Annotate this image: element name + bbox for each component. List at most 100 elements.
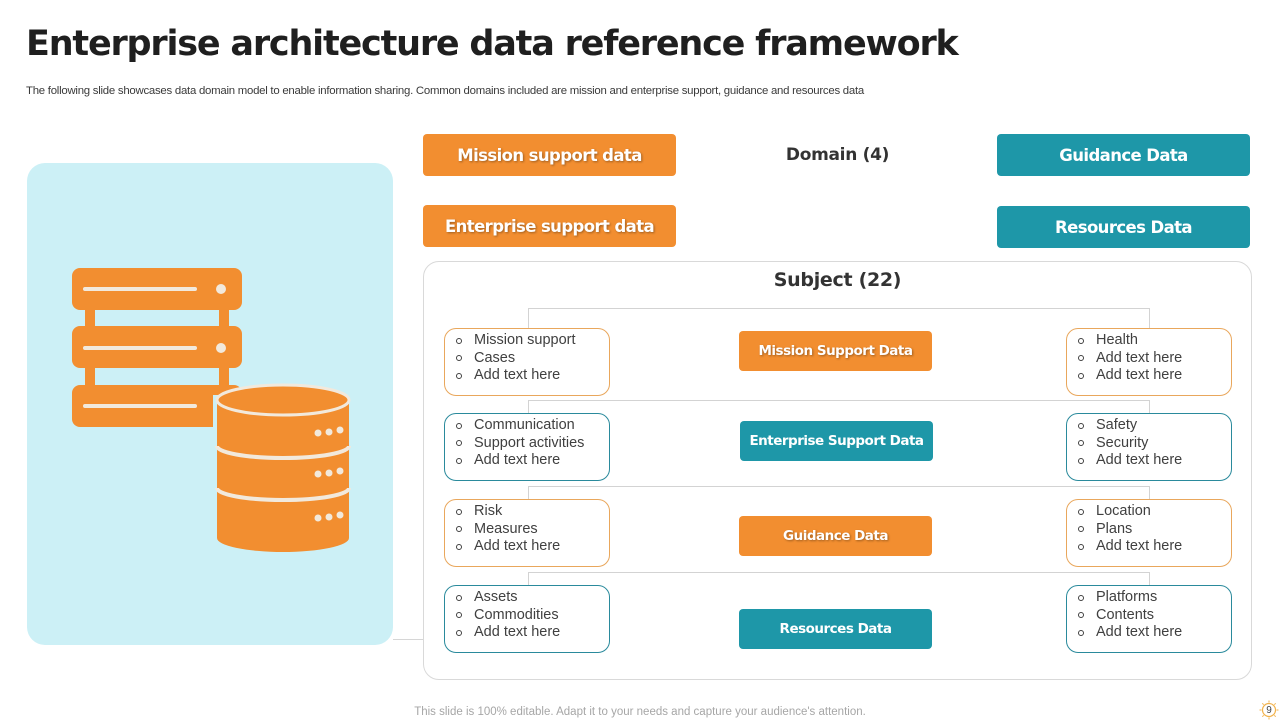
bullet-icon xyxy=(456,508,462,515)
connector-line xyxy=(1149,400,1150,414)
domain-label-text: Mission support data xyxy=(457,145,642,165)
panel-connector-line xyxy=(393,639,423,640)
list-item: Mission support xyxy=(455,332,609,350)
list-item: Add text here xyxy=(1077,350,1231,368)
list-item-text: Add text here xyxy=(474,624,561,640)
subject-list-right: Platforms Contents Add text here xyxy=(1066,585,1232,653)
bullet-icon xyxy=(456,355,462,362)
list-item-text: Security xyxy=(1096,434,1149,451)
bullet-icon xyxy=(456,612,462,619)
connector-line xyxy=(528,572,1150,573)
domain-heading: Domain (4) xyxy=(785,145,890,165)
subject-heading: Subject (22) xyxy=(773,269,902,291)
list-item-text: Add text here xyxy=(474,538,561,554)
bullet-icon xyxy=(1078,337,1084,344)
list-item-text: Add text here xyxy=(1096,624,1183,640)
slide-subtitle: The following slide showcases data domai… xyxy=(26,85,864,97)
bullet-icon xyxy=(456,543,462,550)
category-enterprise-support-data: Enterprise Support Data xyxy=(740,421,933,461)
domain-mission-support-data: Mission support data xyxy=(423,134,676,176)
list-item: Add text here xyxy=(455,452,609,470)
list-item-text: Health xyxy=(1096,332,1138,348)
category-label: Mission Support Data xyxy=(758,343,913,359)
connector-line xyxy=(528,308,1150,309)
category-label: Guidance Data xyxy=(783,528,888,544)
bullet-icon xyxy=(1078,457,1084,464)
connector-line xyxy=(1149,572,1150,586)
subject-list-right: Location Plans Add text here xyxy=(1066,499,1232,567)
bullet-icon xyxy=(456,337,462,344)
page-number-badge: 9 xyxy=(1259,700,1279,720)
category-label: Enterprise Support Data xyxy=(749,433,924,449)
list-item: Plans xyxy=(1077,521,1231,539)
domain-enterprise-support-data: Enterprise support data xyxy=(423,205,676,247)
list-item: Cases xyxy=(455,350,609,368)
list-item-text: Assets xyxy=(474,589,518,605)
bullet-icon xyxy=(456,594,462,601)
list-item-text: Mission support xyxy=(474,332,576,348)
slide-title: Enterprise architecture data reference f… xyxy=(26,24,959,64)
list-item-text: Add text here xyxy=(474,452,561,468)
page-number: 9 xyxy=(1266,704,1272,716)
list-item-text: Add text here xyxy=(1096,538,1183,554)
list-item-text: Communication xyxy=(474,417,575,433)
bullet-icon xyxy=(456,629,462,636)
domain-label-text: Enterprise support data xyxy=(444,216,655,236)
category-resources-data: Resources Data xyxy=(739,609,932,649)
bullet-icon xyxy=(1078,440,1084,447)
connector-line xyxy=(528,308,529,330)
bullet-icon xyxy=(1078,526,1084,533)
bullet-icon xyxy=(1078,422,1084,429)
connector-line xyxy=(528,400,529,414)
database-icon xyxy=(213,383,353,552)
subject-list-left: Assets Commodities Add text here xyxy=(444,585,610,653)
connector-line xyxy=(1149,486,1150,500)
list-item-text: Commodities xyxy=(474,606,559,623)
list-item: Contents xyxy=(1077,607,1231,625)
bullet-icon xyxy=(1078,629,1084,636)
bullet-icon xyxy=(456,457,462,464)
list-item: Add text here xyxy=(1077,538,1231,556)
list-item: Assets xyxy=(455,589,609,607)
bullet-icon xyxy=(1078,508,1084,515)
bullet-icon xyxy=(1078,355,1084,362)
list-item-text: Risk xyxy=(474,503,503,519)
subject-list-left: Communication Support activities Add tex… xyxy=(444,413,610,481)
list-item-text: Add text here xyxy=(1096,367,1183,383)
list-item: Add text here xyxy=(455,624,609,642)
list-item-text: Platforms xyxy=(1096,589,1158,605)
list-item: Add text here xyxy=(455,367,609,385)
category-mission-support-data: Mission Support Data xyxy=(739,331,932,371)
connector-line xyxy=(1149,308,1150,330)
domain-resources-data: Resources Data xyxy=(997,206,1250,248)
connector-line xyxy=(528,486,1150,487)
list-item: Safety xyxy=(1077,417,1231,435)
bullet-icon xyxy=(456,422,462,429)
bullet-icon xyxy=(1078,372,1084,379)
subject-list-right: Health Add text here Add text here xyxy=(1066,328,1232,396)
server-rack-icon xyxy=(72,268,242,427)
category-guidance-data: Guidance Data xyxy=(739,516,932,556)
footer-note: This slide is 100% editable. Adapt it to… xyxy=(0,706,1280,718)
list-item-text: Add text here xyxy=(1096,452,1183,468)
connector-line xyxy=(528,572,529,586)
list-item-text: Add text here xyxy=(474,367,561,383)
category-label: Resources Data xyxy=(779,621,892,637)
list-item: Security xyxy=(1077,435,1231,453)
list-item: Add text here xyxy=(1077,624,1231,642)
list-item: Add text here xyxy=(1077,452,1231,470)
list-item: Health xyxy=(1077,332,1231,350)
list-item-text: Contents xyxy=(1096,606,1155,623)
bullet-icon xyxy=(1078,543,1084,550)
connector-line xyxy=(528,400,1150,401)
connector-line xyxy=(528,486,529,500)
list-item-text: Location xyxy=(1096,503,1151,519)
list-item-text: Measures xyxy=(474,520,538,537)
list-item: Add text here xyxy=(1077,367,1231,385)
list-item: Platforms xyxy=(1077,589,1231,607)
subject-list-left: Risk Measures Add text here xyxy=(444,499,610,567)
domain-label-text: Guidance Data xyxy=(1059,145,1188,165)
domain-guidance-data: Guidance Data xyxy=(997,134,1250,176)
subject-list-left: Mission support Cases Add text here xyxy=(444,328,610,396)
footer-text: This slide is 100% editable. Adapt it to… xyxy=(414,706,866,718)
